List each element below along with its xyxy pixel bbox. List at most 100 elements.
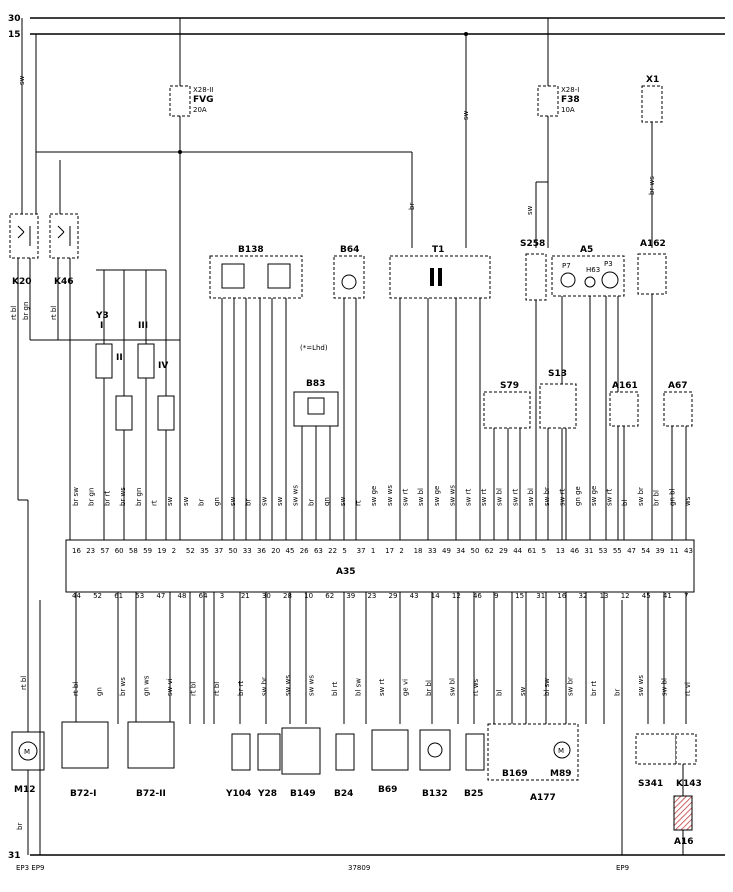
m89-label: M89 [550,769,571,779]
a35-bottom-pin: 12 [452,592,461,600]
svg-text:M: M [24,748,30,756]
wire-color-label: sw [166,496,174,506]
s13-switch [539,383,577,429]
a5-instrument [551,255,625,297]
rail-15-label: 15 [8,30,21,40]
wire-color-label: sw ws [386,485,394,506]
wire-color-label: sw bl [417,488,425,506]
y3-label: Y3 [95,311,109,321]
a35-top-pin: 50 [229,547,238,555]
a35-top-pin: 37 [357,547,366,555]
a35-control-unit [65,539,695,593]
y28-valve [257,733,281,771]
svg-text:br ws: br ws [648,176,656,195]
a35-bottom-pin: 29 [389,592,398,600]
b132-sensor [419,729,451,771]
svg-text:M: M [558,747,564,755]
a35-top-pin: 59 [143,547,152,555]
x1-label: X1 [646,75,659,85]
fvg-ref: X28-II [193,86,213,94]
t1-module [389,255,491,299]
a35-bottom-pin: 10 [304,592,313,600]
a35-top-pin: 5 [342,547,346,555]
wire-color-label: sw rt [464,489,472,506]
a35-bottom-pin: 21 [241,592,250,600]
footer-drawing-number: 37809 [348,864,370,872]
wire-color-label: sw ws [292,485,300,506]
wire-color-label: gn [96,687,104,696]
wire-color-label: br ws [119,677,127,696]
wire-color-label: sw ws [449,485,457,506]
wire-color-label: br gn [135,488,143,506]
a177-module [487,723,579,781]
wire-color: sw [18,75,26,85]
b64-sensor [333,255,365,299]
wire-color-label: bl [496,690,504,696]
wire-color-label: sw [339,496,347,506]
a35-top-pin: 43 [684,547,693,555]
footer-ground-left: EP3 EP9 [16,864,44,872]
a35-top-pin: 11 [670,547,679,555]
k46-relay [49,213,79,259]
a35-top-pin: 50 [471,547,480,555]
a35-top-pin: 60 [115,547,124,555]
b72-ii-label: B72-II [136,789,166,799]
a35-bottom-pin: 52 [93,592,102,600]
k20-label: K20 [12,277,32,287]
a35-bottom-pin: 43 [410,592,419,600]
k46-label: K46 [54,277,74,287]
wire-color-label: gn ge [574,486,582,506]
a35-top-pin: 53 [599,547,608,555]
svg-text:P7: P7 [562,262,571,270]
svg-text:II: II [116,353,123,363]
b25-sensor [465,733,485,771]
wire-color-label: sw bl [449,678,457,696]
wire-color-label: br sw [72,487,80,506]
svg-text:rt bl: rt bl [20,676,28,690]
a35-bottom-pin: 64 [199,592,208,600]
a35-bottom-pin: 23 [367,592,376,600]
y3-iv-injector [157,395,175,431]
b138-label: B138 [238,245,264,255]
a35-top-pin: 20 [271,547,280,555]
wire-color-label: sw rt [511,489,519,506]
wire-color-label: br gn [88,488,96,506]
y104-label: Y104 [225,789,251,799]
a35-top-pin: 34 [456,547,465,555]
rail-30-label: 30 [8,14,21,24]
wire-color-label: gn [323,497,331,506]
a35-top-pin: 17 [385,547,394,555]
wire-color-label: br rt [237,681,245,696]
a35-top-pin: 2 [172,547,176,555]
wire-color-label: sw [182,496,190,506]
b83-sensor [293,391,339,427]
b169-label: B169 [502,769,528,779]
wire-color-label: br rt [590,681,598,696]
m12-label: M12 [14,785,35,795]
t1-label: T1 [432,245,444,255]
a35-top-pin: 33 [428,547,437,555]
fvg-rating: 20A [193,106,207,114]
wire-color-label: br bl [653,490,661,506]
wire-color-label: sw [519,686,527,696]
wire-color-label: sw ge [433,486,441,506]
wire-color-label: sw br [543,487,551,506]
a35-bottom-pin: 45 [642,592,651,600]
s258-label: S258 [520,239,545,249]
svg-text:III: III [138,321,148,331]
svg-text:IV: IV [158,361,168,371]
a35-top-pin: 57 [100,547,109,555]
a161-label: A161 [612,381,638,391]
wire-color-label: sw br [260,677,268,696]
svg-text:rt bl: rt bl [50,306,58,320]
b69-sensor [371,729,409,771]
a35-top-pin: 26 [300,547,309,555]
b149-label: B149 [290,789,316,799]
a35-top-pin: 61 [527,547,536,555]
wire-color-label: br bl [425,680,433,696]
a35-top-pin: 35 [200,547,209,555]
lhd-note: (*=Lhd) [300,344,328,352]
